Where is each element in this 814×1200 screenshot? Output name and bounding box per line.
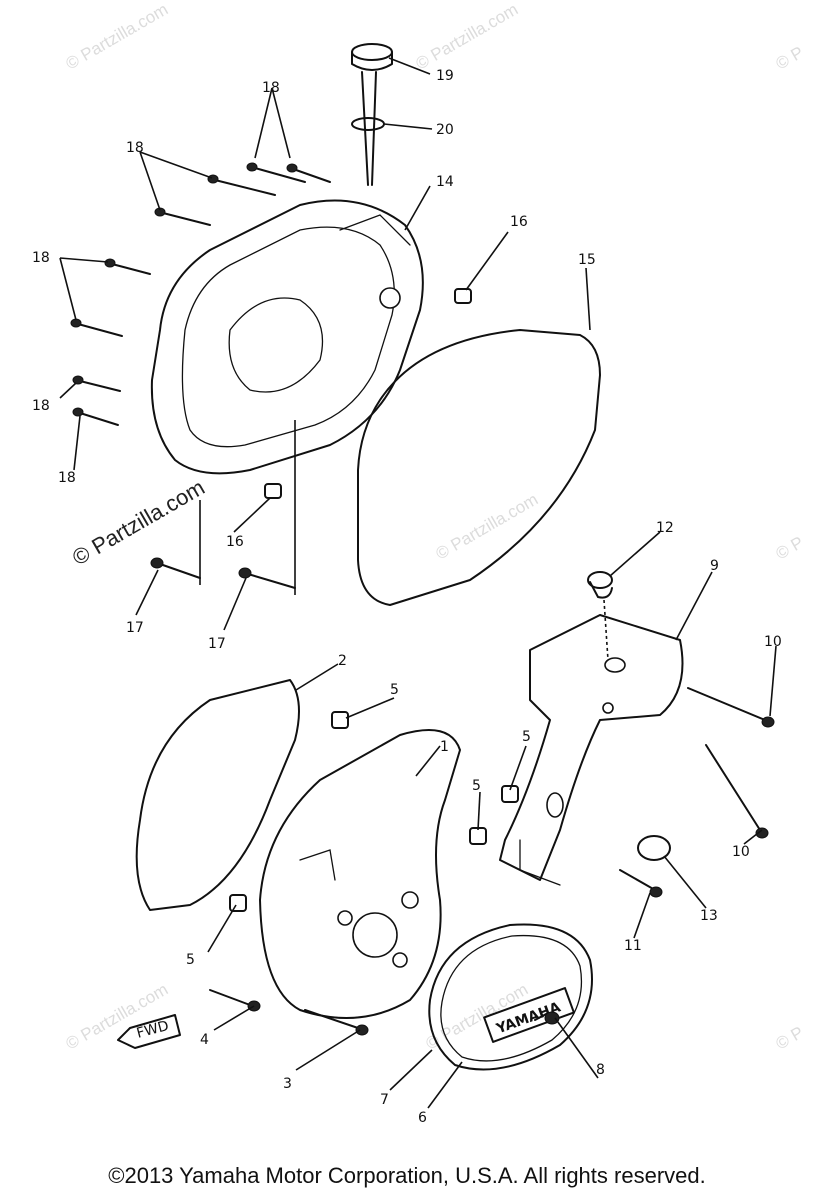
inspection-cap: [587, 571, 613, 661]
callout-numbers: 19 20 14 16 15 18 18 18 18 18 16 17 17 2…: [32, 68, 782, 1126]
dowel-pin: [501, 785, 519, 803]
callout-18: 18: [126, 140, 144, 156]
callout-6: 6: [418, 1110, 427, 1126]
o-ring: [351, 117, 385, 131]
watermark: © P: [773, 533, 807, 564]
callout-5: 5: [522, 729, 531, 745]
sprocket-cover-bracket: [499, 614, 684, 886]
dowel-pin: [229, 894, 247, 912]
callout-5: 5: [390, 682, 399, 698]
callout-10: 10: [732, 844, 750, 860]
callout-15: 15: [578, 252, 596, 268]
callout-20: 20: [436, 122, 454, 138]
callout-9: 9: [710, 558, 719, 574]
watermark: © Partzilla.com: [63, 0, 172, 73]
leader-lines: [59, 57, 777, 1109]
lower-bolts: [150, 420, 296, 595]
oil-filler-cap: [351, 43, 393, 186]
dowel-pin: [331, 711, 349, 729]
crankcase-cover-left: [259, 729, 461, 1019]
callout-17: 17: [208, 636, 226, 652]
callout-3: 3: [283, 1076, 292, 1092]
callout-5: 5: [472, 778, 481, 794]
exploded-parts-diagram: © Partzilla.com © Partzilla.com © P © Pa…: [32, 0, 807, 1126]
callout-14: 14: [436, 174, 454, 190]
watermark: © Partzilla.com: [433, 490, 542, 564]
dowel-pin: [264, 483, 282, 499]
watermark: © Partzilla.com: [413, 0, 522, 73]
dowel-pin: [454, 288, 472, 304]
callout-18: 18: [32, 398, 50, 414]
callout-1: 1: [440, 739, 449, 755]
bracket-bolts: [619, 687, 775, 898]
callout-7: 7: [380, 1092, 389, 1108]
callout-13: 13: [700, 908, 718, 924]
cover-gasket: [357, 329, 601, 606]
dowel-pin: [469, 827, 487, 845]
callout-18: 18: [262, 80, 280, 96]
callout-2: 2: [338, 653, 347, 669]
callout-11: 11: [624, 938, 642, 954]
callout-17: 17: [126, 620, 144, 636]
callout-5: 5: [186, 952, 195, 968]
watermark: © P: [773, 43, 807, 74]
case-bolts: [209, 989, 369, 1036]
callout-12: 12: [656, 520, 674, 536]
callout-19: 19: [436, 68, 454, 84]
callout-4: 4: [200, 1032, 209, 1048]
callout-18: 18: [58, 470, 76, 486]
plug: [637, 835, 671, 861]
callout-16: 16: [510, 214, 528, 230]
copyright-notice: ©2013 Yamaha Motor Corporation, U.S.A. A…: [108, 1163, 706, 1188]
generator-gasket: [135, 679, 300, 911]
crankcase-cover-right: [150, 199, 424, 475]
cover-screw: [534, 1011, 560, 1025]
callout-16: 16: [226, 534, 244, 550]
callout-10: 10: [764, 634, 782, 650]
watermark-overlay: © Partzilla.com: [68, 475, 209, 571]
watermark: © P: [773, 1023, 807, 1054]
callout-18: 18: [32, 250, 50, 266]
callout-8: 8: [596, 1062, 605, 1078]
